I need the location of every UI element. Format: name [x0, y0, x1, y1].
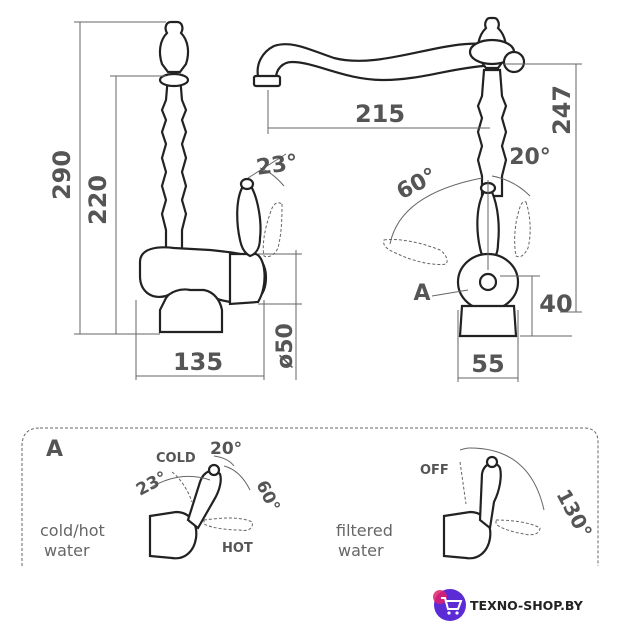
dim-d50: ø50 — [273, 323, 298, 369]
detail-filtered-line2: water — [338, 541, 384, 560]
dim-20: 20° — [509, 145, 551, 170]
faucet-front-view — [252, 16, 531, 338]
detail-coldhot-lever — [148, 455, 253, 560]
dim-290: 290 — [48, 150, 76, 200]
detail-off-label: OFF — [420, 463, 449, 478]
shopping-cart-icon — [441, 597, 463, 615]
dim-23: 23° — [255, 150, 300, 181]
detail-filtered-line1: filtered — [336, 521, 393, 540]
detail-coldhot-line1: cold/hot — [40, 521, 105, 540]
detail-angle-23: 23° — [133, 468, 171, 501]
dim-215: 215 — [355, 100, 405, 128]
right-view-dimension-lines — [267, 63, 582, 382]
dim-60: 60° — [393, 163, 441, 205]
detail-angle-60: 60° — [252, 477, 284, 515]
dim-220: 220 — [84, 175, 112, 225]
detail-angle-20: 20° — [210, 439, 242, 459]
faucet-side-view — [138, 20, 283, 334]
detail-title: A — [46, 437, 63, 462]
detail-hot-label: HOT — [222, 541, 253, 556]
left-view-dimension-lines — [74, 21, 302, 380]
detail-ref-a: A — [413, 281, 430, 306]
dim-55: 55 — [471, 350, 504, 378]
dim-135: 135 — [173, 348, 223, 376]
detail-cold-label: COLD — [156, 451, 196, 466]
detail-angle-130: 130° — [552, 485, 597, 542]
detail-frame — [21, 427, 599, 566]
detail-filtered-lever — [442, 447, 545, 560]
brand-logo — [433, 589, 466, 621]
dim-40: 40 — [539, 290, 572, 318]
brand-name: TEXNO-SHOP.BY — [470, 598, 584, 613]
dim-247: 247 — [548, 85, 576, 135]
detail-coldhot-line2: water — [44, 541, 90, 560]
